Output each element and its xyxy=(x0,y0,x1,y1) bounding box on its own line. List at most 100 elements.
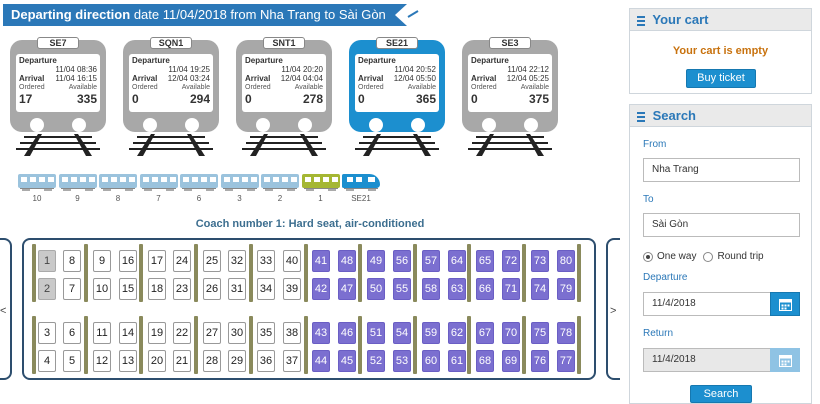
seat-45[interactable]: 45 xyxy=(338,350,356,372)
seat-13[interactable]: 13 xyxy=(119,350,137,372)
seat-32[interactable]: 32 xyxy=(228,250,246,272)
seat-6[interactable]: 6 xyxy=(63,322,81,344)
coach-6[interactable]: 6 xyxy=(180,172,218,206)
buy-ticket-button[interactable]: Buy ticket xyxy=(686,69,756,88)
round-trip-radio[interactable] xyxy=(703,251,714,262)
seat-78[interactable]: 78 xyxy=(557,322,575,344)
seat-79[interactable]: 79 xyxy=(557,278,575,300)
seat-38[interactable]: 38 xyxy=(283,322,301,344)
to-input[interactable]: Sài Gòn xyxy=(643,213,800,237)
seat-61[interactable]: 61 xyxy=(448,350,466,372)
next-coach-arrow-icon[interactable]: > xyxy=(610,305,617,317)
seat-1[interactable]: 1 xyxy=(38,250,56,272)
seat-23[interactable]: 23 xyxy=(173,278,191,300)
seat-48[interactable]: 48 xyxy=(338,250,356,272)
seat-64[interactable]: 64 xyxy=(448,250,466,272)
seat-7[interactable]: 7 xyxy=(63,278,81,300)
coach-2[interactable]: 2 xyxy=(261,172,299,206)
seat-76[interactable]: 76 xyxy=(531,350,549,372)
seat-66[interactable]: 66 xyxy=(476,278,494,300)
coach-9[interactable]: 9 xyxy=(58,172,97,206)
seat-22[interactable]: 22 xyxy=(173,322,191,344)
seat-30[interactable]: 30 xyxy=(228,322,246,344)
seat-12[interactable]: 12 xyxy=(93,350,111,372)
seat-11[interactable]: 11 xyxy=(93,322,111,344)
seat-42[interactable]: 42 xyxy=(312,278,330,300)
seat-21[interactable]: 21 xyxy=(173,350,191,372)
seat-74[interactable]: 74 xyxy=(531,278,549,300)
seat-28[interactable]: 28 xyxy=(203,350,221,372)
seat-16[interactable]: 16 xyxy=(119,250,137,272)
seat-18[interactable]: 18 xyxy=(148,278,166,300)
departure-calendar-button[interactable] xyxy=(770,292,800,316)
seat-80[interactable]: 80 xyxy=(557,250,575,272)
seat-57[interactable]: 57 xyxy=(422,250,440,272)
seat-33[interactable]: 33 xyxy=(257,250,275,272)
seat-77[interactable]: 77 xyxy=(557,350,575,372)
seat-31[interactable]: 31 xyxy=(228,278,246,300)
from-input[interactable]: Nha Trang xyxy=(643,158,800,182)
seat-37[interactable]: 37 xyxy=(283,350,301,372)
seat-71[interactable]: 71 xyxy=(502,278,520,300)
seat-72[interactable]: 72 xyxy=(502,250,520,272)
seat-56[interactable]: 56 xyxy=(393,250,411,272)
seat-67[interactable]: 67 xyxy=(476,322,494,344)
seat-9[interactable]: 9 xyxy=(93,250,111,272)
prev-coach-arrow-icon[interactable]: < xyxy=(0,305,7,317)
seat-34[interactable]: 34 xyxy=(257,278,275,300)
seat-50[interactable]: 50 xyxy=(367,278,385,300)
seat-35[interactable]: 35 xyxy=(257,322,275,344)
seat-68[interactable]: 68 xyxy=(476,350,494,372)
seat-63[interactable]: 63 xyxy=(448,278,466,300)
seat-19[interactable]: 19 xyxy=(148,322,166,344)
seat-36[interactable]: 36 xyxy=(257,350,275,372)
seat-26[interactable]: 26 xyxy=(203,278,221,300)
seat-51[interactable]: 51 xyxy=(367,322,385,344)
locomotive-se21[interactable]: SE21 xyxy=(342,172,380,206)
seat-58[interactable]: 58 xyxy=(422,278,440,300)
coach-1[interactable]: 1 xyxy=(301,172,340,206)
seat-8[interactable]: 8 xyxy=(63,250,81,272)
seat-60[interactable]: 60 xyxy=(422,350,440,372)
seat-20[interactable]: 20 xyxy=(148,350,166,372)
coach-7[interactable]: 7 xyxy=(139,172,178,206)
seat-27[interactable]: 27 xyxy=(203,322,221,344)
seat-75[interactable]: 75 xyxy=(531,322,549,344)
seat-65[interactable]: 65 xyxy=(476,250,494,272)
seat-46[interactable]: 46 xyxy=(338,322,356,344)
seat-41[interactable]: 41 xyxy=(312,250,330,272)
seat-2[interactable]: 2 xyxy=(38,278,56,300)
seat-17[interactable]: 17 xyxy=(148,250,166,272)
seat-40[interactable]: 40 xyxy=(283,250,301,272)
seat-5[interactable]: 5 xyxy=(63,350,81,372)
seat-3[interactable]: 3 xyxy=(38,322,56,344)
seat-73[interactable]: 73 xyxy=(531,250,549,272)
coach-8[interactable]: 8 xyxy=(99,172,137,206)
one-way-radio[interactable] xyxy=(643,251,653,262)
seat-4[interactable]: 4 xyxy=(38,350,56,372)
seat-25[interactable]: 25 xyxy=(203,250,221,272)
seat-47[interactable]: 47 xyxy=(338,278,356,300)
coach-10[interactable]: 10 xyxy=(18,172,56,206)
coach-3[interactable]: 3 xyxy=(220,172,259,206)
seat-69[interactable]: 69 xyxy=(502,350,520,372)
seat-14[interactable]: 14 xyxy=(119,322,137,344)
seat-29[interactable]: 29 xyxy=(228,350,246,372)
seat-52[interactable]: 52 xyxy=(367,350,385,372)
return-calendar-button[interactable] xyxy=(770,348,800,372)
seat-55[interactable]: 55 xyxy=(393,278,411,300)
seat-44[interactable]: 44 xyxy=(312,350,330,372)
seat-24[interactable]: 24 xyxy=(173,250,191,272)
seat-62[interactable]: 62 xyxy=(448,322,466,344)
seat-15[interactable]: 15 xyxy=(119,278,137,300)
seat-54[interactable]: 54 xyxy=(393,322,411,344)
seat-10[interactable]: 10 xyxy=(93,278,111,300)
seat-43[interactable]: 43 xyxy=(312,322,330,344)
seat-70[interactable]: 70 xyxy=(502,322,520,344)
seat-39[interactable]: 39 xyxy=(283,278,301,300)
